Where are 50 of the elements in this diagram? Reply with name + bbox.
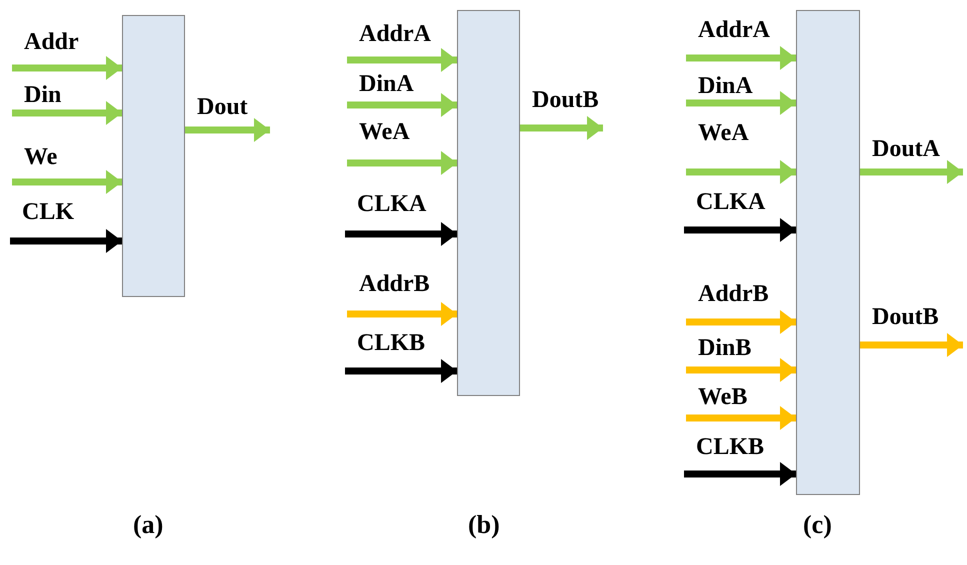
edge-label: DinB (698, 336, 752, 360)
signal-arrow (12, 101, 122, 125)
signal-arrow (185, 118, 270, 142)
signal-arrow (684, 218, 796, 242)
edge-label: CLKA (357, 192, 426, 216)
edge-label: Dout (197, 95, 248, 119)
edge-label: AddrA (359, 22, 432, 46)
memory-block (796, 10, 860, 495)
edge-label: CLKB (696, 435, 764, 459)
edge-label: AddrB (359, 272, 430, 296)
signal-arrow (10, 229, 122, 253)
panel-caption: (c) (803, 512, 832, 538)
edge-label: DoutB (872, 305, 939, 329)
edge-label: WeA (698, 121, 749, 145)
edge-label: WeA (359, 120, 410, 144)
signal-arrow (12, 56, 122, 80)
edge-label: CLK (22, 200, 74, 224)
signal-arrow (686, 310, 796, 334)
signal-arrow (345, 222, 457, 246)
signal-arrow (860, 160, 963, 184)
signal-arrow (684, 462, 796, 486)
panel-caption: (a) (133, 512, 164, 538)
edge-label: DoutB (532, 88, 599, 112)
signal-arrow (686, 91, 796, 115)
signal-arrow (347, 151, 457, 175)
signal-arrow (12, 170, 122, 194)
signal-arrow (686, 46, 796, 70)
signal-arrow (686, 160, 796, 184)
signal-arrow (347, 302, 457, 326)
memory-block (122, 15, 185, 297)
signal-arrow (686, 358, 796, 382)
signal-arrow (347, 48, 457, 72)
edge-label: CLKA (696, 190, 766, 214)
edge-label: Din (24, 83, 62, 107)
edge-label: WeB (698, 385, 748, 409)
signal-arrow (345, 359, 457, 383)
edge-label: DinA (359, 72, 414, 96)
memory-block (457, 10, 520, 396)
edge-label: DinA (698, 74, 753, 98)
edge-label: CLKB (357, 331, 426, 355)
signal-arrow (860, 333, 963, 357)
edge-label: Addr (24, 30, 79, 54)
panel-caption: (b) (468, 512, 500, 538)
edge-label: AddrA (698, 18, 770, 42)
edge-label: AddrB (698, 282, 769, 306)
signal-arrow (347, 93, 457, 117)
signal-arrow (520, 116, 603, 140)
edge-label: DoutA (872, 137, 940, 161)
signal-arrow (686, 406, 796, 430)
edge-label: We (24, 145, 58, 169)
